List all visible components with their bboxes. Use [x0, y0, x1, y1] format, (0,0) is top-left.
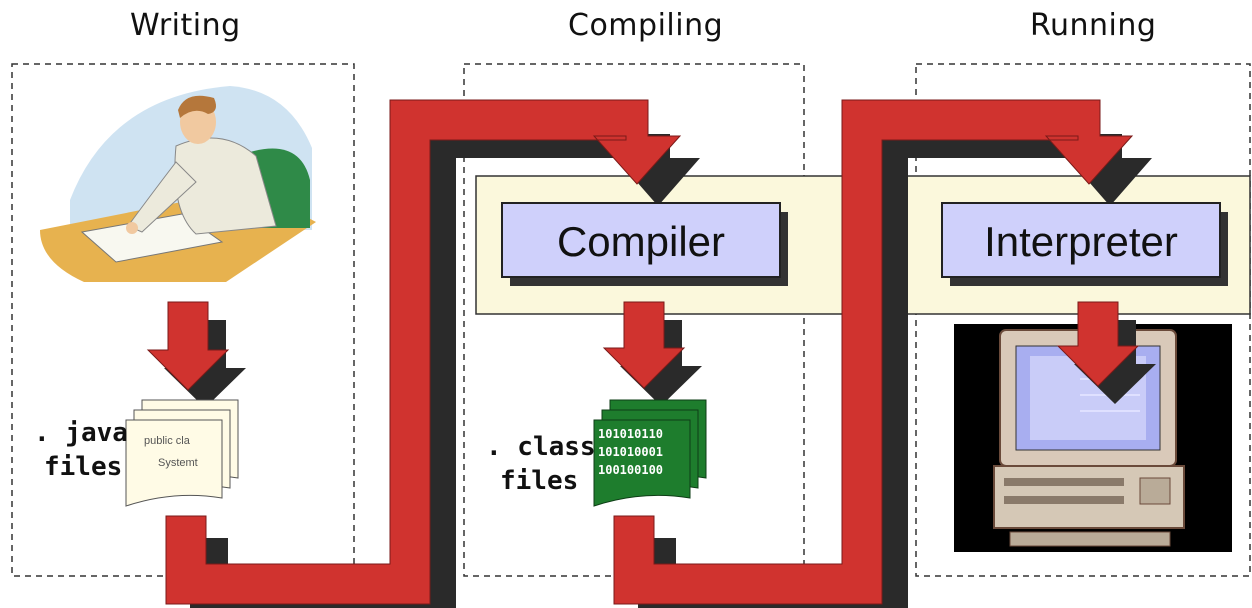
down-arrow-running: [1056, 301, 1156, 404]
stage-title-compiling: Compiling: [568, 8, 724, 43]
stage-title-running: Running: [1030, 8, 1157, 43]
connector-arrow-java-to-compiler: [165, 99, 700, 608]
java-extension: . java: [34, 418, 128, 448]
compiler-label: Compiler: [557, 218, 725, 265]
java-files-label: . java files: [34, 416, 128, 484]
interpreter-box: [941, 202, 1221, 278]
class-files-label: . class files: [486, 430, 596, 498]
class-files-word: files: [500, 466, 579, 496]
down-arrow-writing: [146, 301, 246, 408]
binary-line-2: 101010001: [598, 445, 663, 459]
java-source-files-icon: public cla Systemt: [125, 399, 239, 507]
java-files-word: files: [44, 452, 123, 482]
stage-title-writing: Writing: [130, 8, 241, 43]
source-code-line-2: Systemt: [158, 457, 198, 469]
class-binary-files-icon: 101010110 101010001 100100100: [593, 399, 707, 507]
down-arrow-compiling: [602, 301, 702, 406]
class-extension: . class: [486, 432, 596, 462]
compiler-box: [501, 202, 781, 278]
source-code-line-1: public cla: [144, 435, 191, 447]
interpreter-label: Interpreter: [984, 218, 1178, 265]
binary-line-3: 100100100: [598, 463, 663, 477]
binary-line-1: 101010110: [598, 427, 663, 441]
compiling-panel: [463, 63, 805, 577]
programmer-writing-illustration: [40, 86, 316, 282]
running-panel: [915, 63, 1251, 577]
connector-arrow-class-to-interpreter: [613, 99, 1152, 608]
